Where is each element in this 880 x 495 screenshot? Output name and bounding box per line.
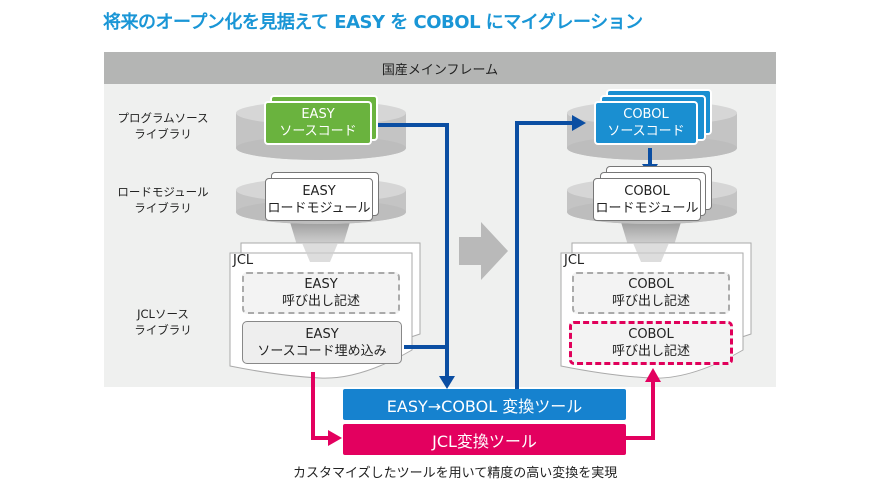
jcl-to-tool-arrow-icon <box>311 372 330 440</box>
card-line: COBOL <box>623 107 669 122</box>
cobol-load-card: COBOL ロードモジュール <box>593 178 701 221</box>
card-line: EASY <box>301 107 335 122</box>
row-label-line: プログラムソース <box>117 111 209 125</box>
right-jcl-label: JCL <box>564 253 585 268</box>
jcl-arrows <box>311 368 661 446</box>
page-title: 将来のオープン化を見据えて EASY を COBOL にマイグレーション <box>103 12 643 33</box>
jcl-tool-input-arrowhead-icon <box>328 430 342 446</box>
easy-source-to-tool-arrow-icon <box>376 123 449 378</box>
easy-source-card: EASY ソースコード <box>264 101 372 145</box>
card-line: EASY <box>304 277 338 292</box>
row-label-load-module: ロードモジュール ライブラリ <box>108 184 218 216</box>
jcl-tool-output-arrow-icon <box>626 380 655 440</box>
easy-embedded-source: EASY ソースコード埋め込み <box>242 321 402 364</box>
row-label-line: ライブラリ <box>134 201 192 215</box>
cobol-source-card: COBOL ソースコード <box>594 101 698 145</box>
card-line: 呼び出し記述 <box>611 294 690 309</box>
card-line: 呼び出し記述 <box>281 294 360 309</box>
jcl-tool-output-arrowhead-icon <box>645 368 661 382</box>
cobol-converted-call-statement: COBOL 呼び出し記述 <box>569 321 733 365</box>
card-line: ソースコード <box>607 124 685 139</box>
easy-to-cobol-tool: EASY→COBOL 変換ツール <box>343 389 626 420</box>
migration-arrow-icon <box>459 222 508 280</box>
row-label-line: ライブラリ <box>134 323 192 337</box>
card-line: ソースコード <box>279 124 357 139</box>
row-label-line: ロードモジュール <box>117 185 209 199</box>
row-label-program-source: プログラムソース ライブラリ <box>108 110 218 142</box>
card-line: ロードモジュール <box>595 200 699 216</box>
row-label-line: JCLソース <box>137 307 189 321</box>
cobol-call-statement: COBOL 呼び出し記述 <box>572 272 730 314</box>
mainframe-header: 国産メインフレーム <box>104 52 776 84</box>
card-line: COBOL <box>628 327 674 342</box>
card-line: COBOL <box>624 183 670 199</box>
tool-to-cobol-source-arrow-icon <box>515 121 575 389</box>
card-line: ロードモジュール <box>267 200 371 216</box>
easy-load-card: EASY ロードモジュール <box>265 178 373 221</box>
card-line: COBOL <box>628 277 674 292</box>
easy-call-statement: EASY 呼び出し記述 <box>242 272 400 314</box>
left-jcl-label: JCL <box>233 253 254 268</box>
card-line: EASY <box>302 183 336 199</box>
card-line: ソースコード埋め込み <box>257 343 387 359</box>
card-line: EASY <box>305 326 339 342</box>
row-label-line: ライブラリ <box>134 127 192 141</box>
left-funnel-icon <box>302 243 338 262</box>
cobol-source-arrowhead-icon <box>572 115 586 131</box>
jcl-conversion-tool: JCL変換ツール <box>343 424 626 455</box>
right-funnel-icon <box>633 243 669 262</box>
caption: カスタマイズしたツールを用いて精度の高い変換を実現 <box>293 466 618 481</box>
flow-arrows <box>376 115 658 389</box>
row-label-jcl-source: JCLソース ライブラリ <box>108 306 218 338</box>
card-line: 呼び出し記述 <box>611 344 690 359</box>
tool-input-arrowhead-icon <box>439 376 455 389</box>
